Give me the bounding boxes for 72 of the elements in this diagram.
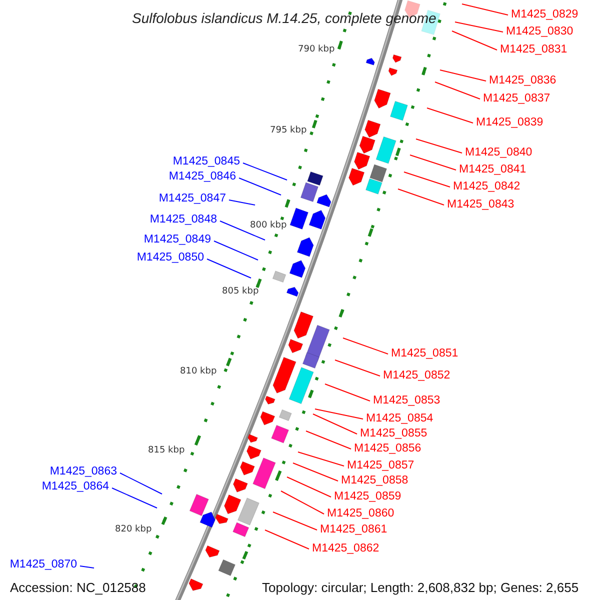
leader-line [312,414,358,434]
gene-label: M1425_0853 [372,394,442,408]
gene-label: M1425_0841 [458,164,528,176]
gene-label: M1425_0842 [452,180,522,194]
leader-line [334,360,380,376]
leader-line [220,220,266,240]
scale-tick-label: 805 kbp [222,286,259,298]
genome-info-text: Topology: circular; Length: 2,608,832 bp; Genes: 2,655 [262,580,579,595]
genome-info-text: Accession: NC_012588 [10,580,146,595]
gene-label: M1425_0863 [48,466,118,478]
leader-line [454,22,504,32]
leader-line [112,488,158,508]
gene-label: M1425_0864 [40,480,110,494]
gene-label: M1425_0854 [365,412,434,426]
gene-label: M1425_0856 [353,442,422,456]
gene-label: M1425_0858 [340,474,410,488]
leader-line [280,490,324,514]
gene-label: M1425_0850 [136,252,205,264]
leader-line [404,172,450,188]
leader-line [314,408,364,420]
leader-line [120,472,162,494]
gene-label: M1425_0857 [346,460,416,472]
gene-label: M1425_0851 [390,348,460,360]
leader-line [410,154,456,170]
leader-line [416,138,462,154]
leader-line [324,384,370,402]
gene-label: M1425_0852 [382,370,452,382]
gene-label: M1425_0859 [333,490,402,504]
gene-label: M1425_0843 [446,198,516,212]
leader-line [286,476,332,498]
gene-label: M1425_0861 [319,524,388,536]
gene-label: M1425_0831 [499,44,568,56]
scale-tick-label: 810 kbp [180,366,217,378]
leader-line [306,430,352,450]
scale-tick-label: 800 kbp [250,220,287,232]
map-title: Sulfolobus islandicus M.14.25, complete genome [132,10,436,26]
gene-label: M1425_0860 [326,508,396,520]
scale-tick-label: 815 kbp [148,446,185,456]
gene-label: M1425_0829 [510,8,580,22]
leader-line [342,338,388,354]
leader-line [80,566,94,568]
gene-label: M1425_0870 [8,558,78,572]
leader-line [242,162,288,180]
leader-line [434,82,480,100]
leader-line [264,530,310,550]
leader-line [426,108,474,124]
gene-label: M1425_0840 [464,146,534,160]
gene-label: M1425_0862 [311,542,380,556]
leader-line [462,4,508,16]
leader-line [206,258,252,278]
leader-line [298,452,344,466]
leader-line [398,188,444,206]
gene-label: M1425_0836 [488,74,558,88]
leader-line [292,462,338,482]
leader-line [272,512,318,530]
leader-line [228,200,256,206]
scale-tick-label: 795 kbp [270,126,307,136]
leader-line [238,178,282,196]
gene-label: M1425_0839 [475,116,544,130]
scale-tick-label: 790 kbp [298,44,335,56]
gene-label: M1425_0830 [505,26,574,38]
gene-label: M1425_0845 [172,156,241,168]
leader-line [214,240,258,260]
leader-line [452,30,498,50]
gene-label: M1425_0847 [158,192,227,206]
leader-line [440,70,486,82]
gene-label: M1425_0848 [148,214,218,226]
scale-tick-label: 820 kbp [115,524,152,536]
gene-label: M1425_0855 [359,428,428,440]
gene-label: M1425_0846 [168,170,237,184]
gene-label: M1425_0849 [142,234,212,246]
gene-label: M1425_0837 [482,92,552,106]
